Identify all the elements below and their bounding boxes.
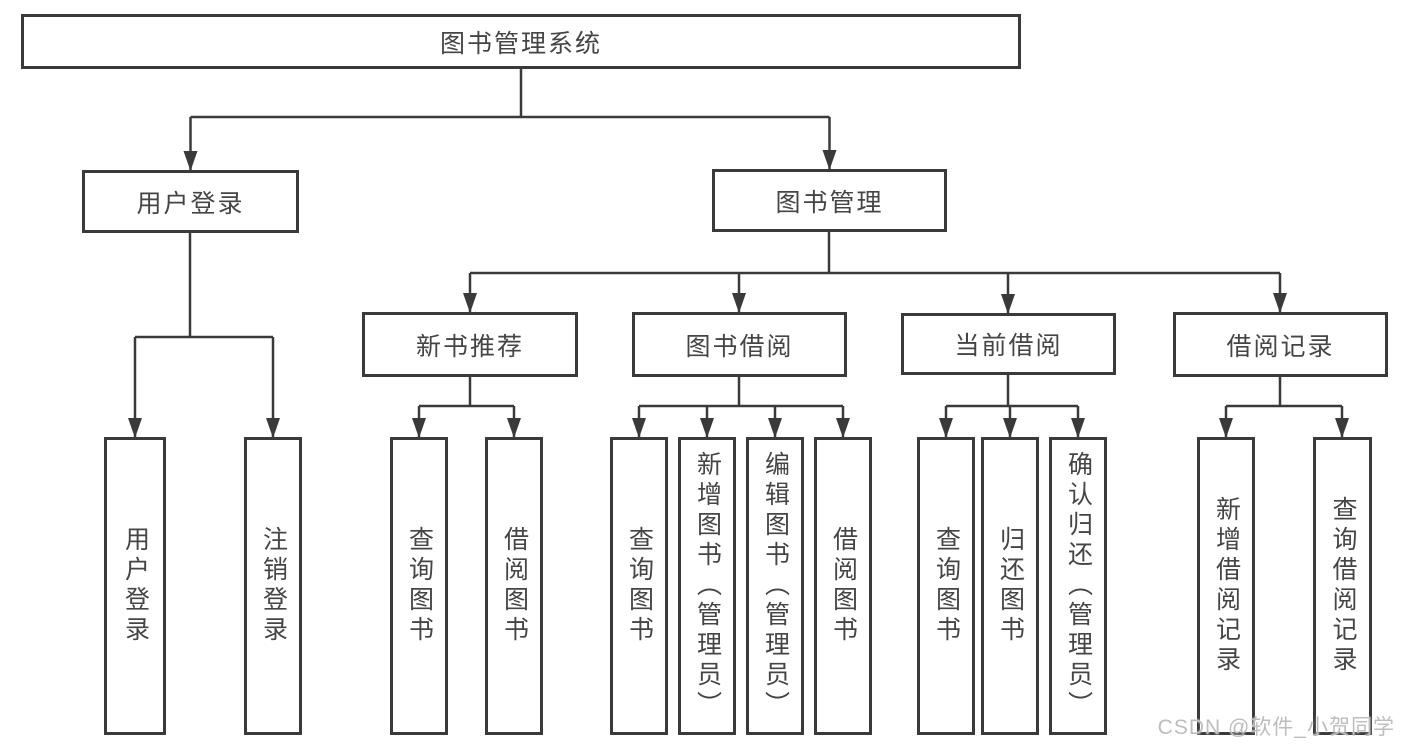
leaf-add-borrow-record-label: 新增借阅记录 (1212, 496, 1241, 676)
leaf-query-books-borrowing: 查询图书 (610, 437, 668, 735)
leaf-borrow-books-recommend-label: 借阅图书 (500, 526, 529, 646)
node-current-borrowing: 当前借阅 (901, 313, 1116, 375)
leaf-add-books-admin: 新增图书（管理员） (678, 437, 736, 735)
node-current-borrowing-label: 当前借阅 (954, 332, 1063, 360)
leaf-edit-books-admin-label: 编辑图书（管理员） (761, 451, 790, 721)
leaf-add-borrow-record: 新增借阅记录 (1197, 437, 1255, 735)
leaf-logout-label: 注销登录 (259, 526, 288, 646)
leaf-return-books: 归还图书 (981, 437, 1039, 735)
node-borrowing-records-label: 借阅记录 (1226, 332, 1335, 361)
leaf-edit-books-admin: 编辑图书（管理员） (746, 437, 804, 735)
leaf-borrow-books-borrowing-label: 借阅图书 (829, 526, 858, 646)
node-user-login: 用户登录 (82, 170, 299, 233)
leaf-query-borrow-record-label: 查询借阅记录 (1329, 496, 1357, 676)
node-book-borrowing: 图书借阅 (632, 312, 847, 377)
leaf-query-books-current: 查询图书 (917, 437, 975, 735)
leaf-confirm-return-admin-label: 确认归还（管理员） (1064, 451, 1093, 721)
node-root-label: 图书管理系统 (439, 29, 602, 58)
leaf-query-books-current-label: 查询图书 (932, 526, 961, 646)
leaf-query-books-recommend-label: 查询图书 (405, 526, 434, 646)
leaf-query-books-borrowing-label: 查询图书 (625, 526, 654, 646)
node-root: 图书管理系统 (21, 14, 1021, 69)
leaf-borrow-books-recommend: 借阅图书 (485, 437, 543, 735)
node-book-borrowing-label: 图书借阅 (685, 332, 794, 361)
leaf-borrow-books-borrowing: 借阅图书 (814, 437, 872, 735)
leaf-confirm-return-admin: 确认归还（管理员） (1049, 437, 1107, 735)
leaf-user-login: 用户登录 (104, 437, 166, 735)
node-book-management-label: 图书管理 (775, 188, 884, 217)
leaf-return-books-label: 归还图书 (996, 526, 1025, 646)
watermark: CSDN @软件_小贺同学 (1157, 716, 1395, 739)
leaf-user-login-label: 用户登录 (121, 526, 150, 646)
node-new-book-recommendation: 新书推荐 (362, 312, 578, 377)
leaf-add-books-admin-label: 新增图书（管理员） (693, 451, 722, 721)
node-borrowing-records: 借阅记录 (1173, 312, 1388, 377)
leaf-logout: 注销登录 (244, 437, 302, 735)
node-new-book-recommendation-label: 新书推荐 (415, 332, 524, 361)
leaf-query-books-recommend: 查询图书 (390, 437, 448, 735)
leaf-query-borrow-record: 查询借阅记录 (1313, 437, 1372, 735)
node-book-management: 图书管理 (712, 169, 947, 232)
node-user-login-label: 用户登录 (136, 189, 245, 218)
